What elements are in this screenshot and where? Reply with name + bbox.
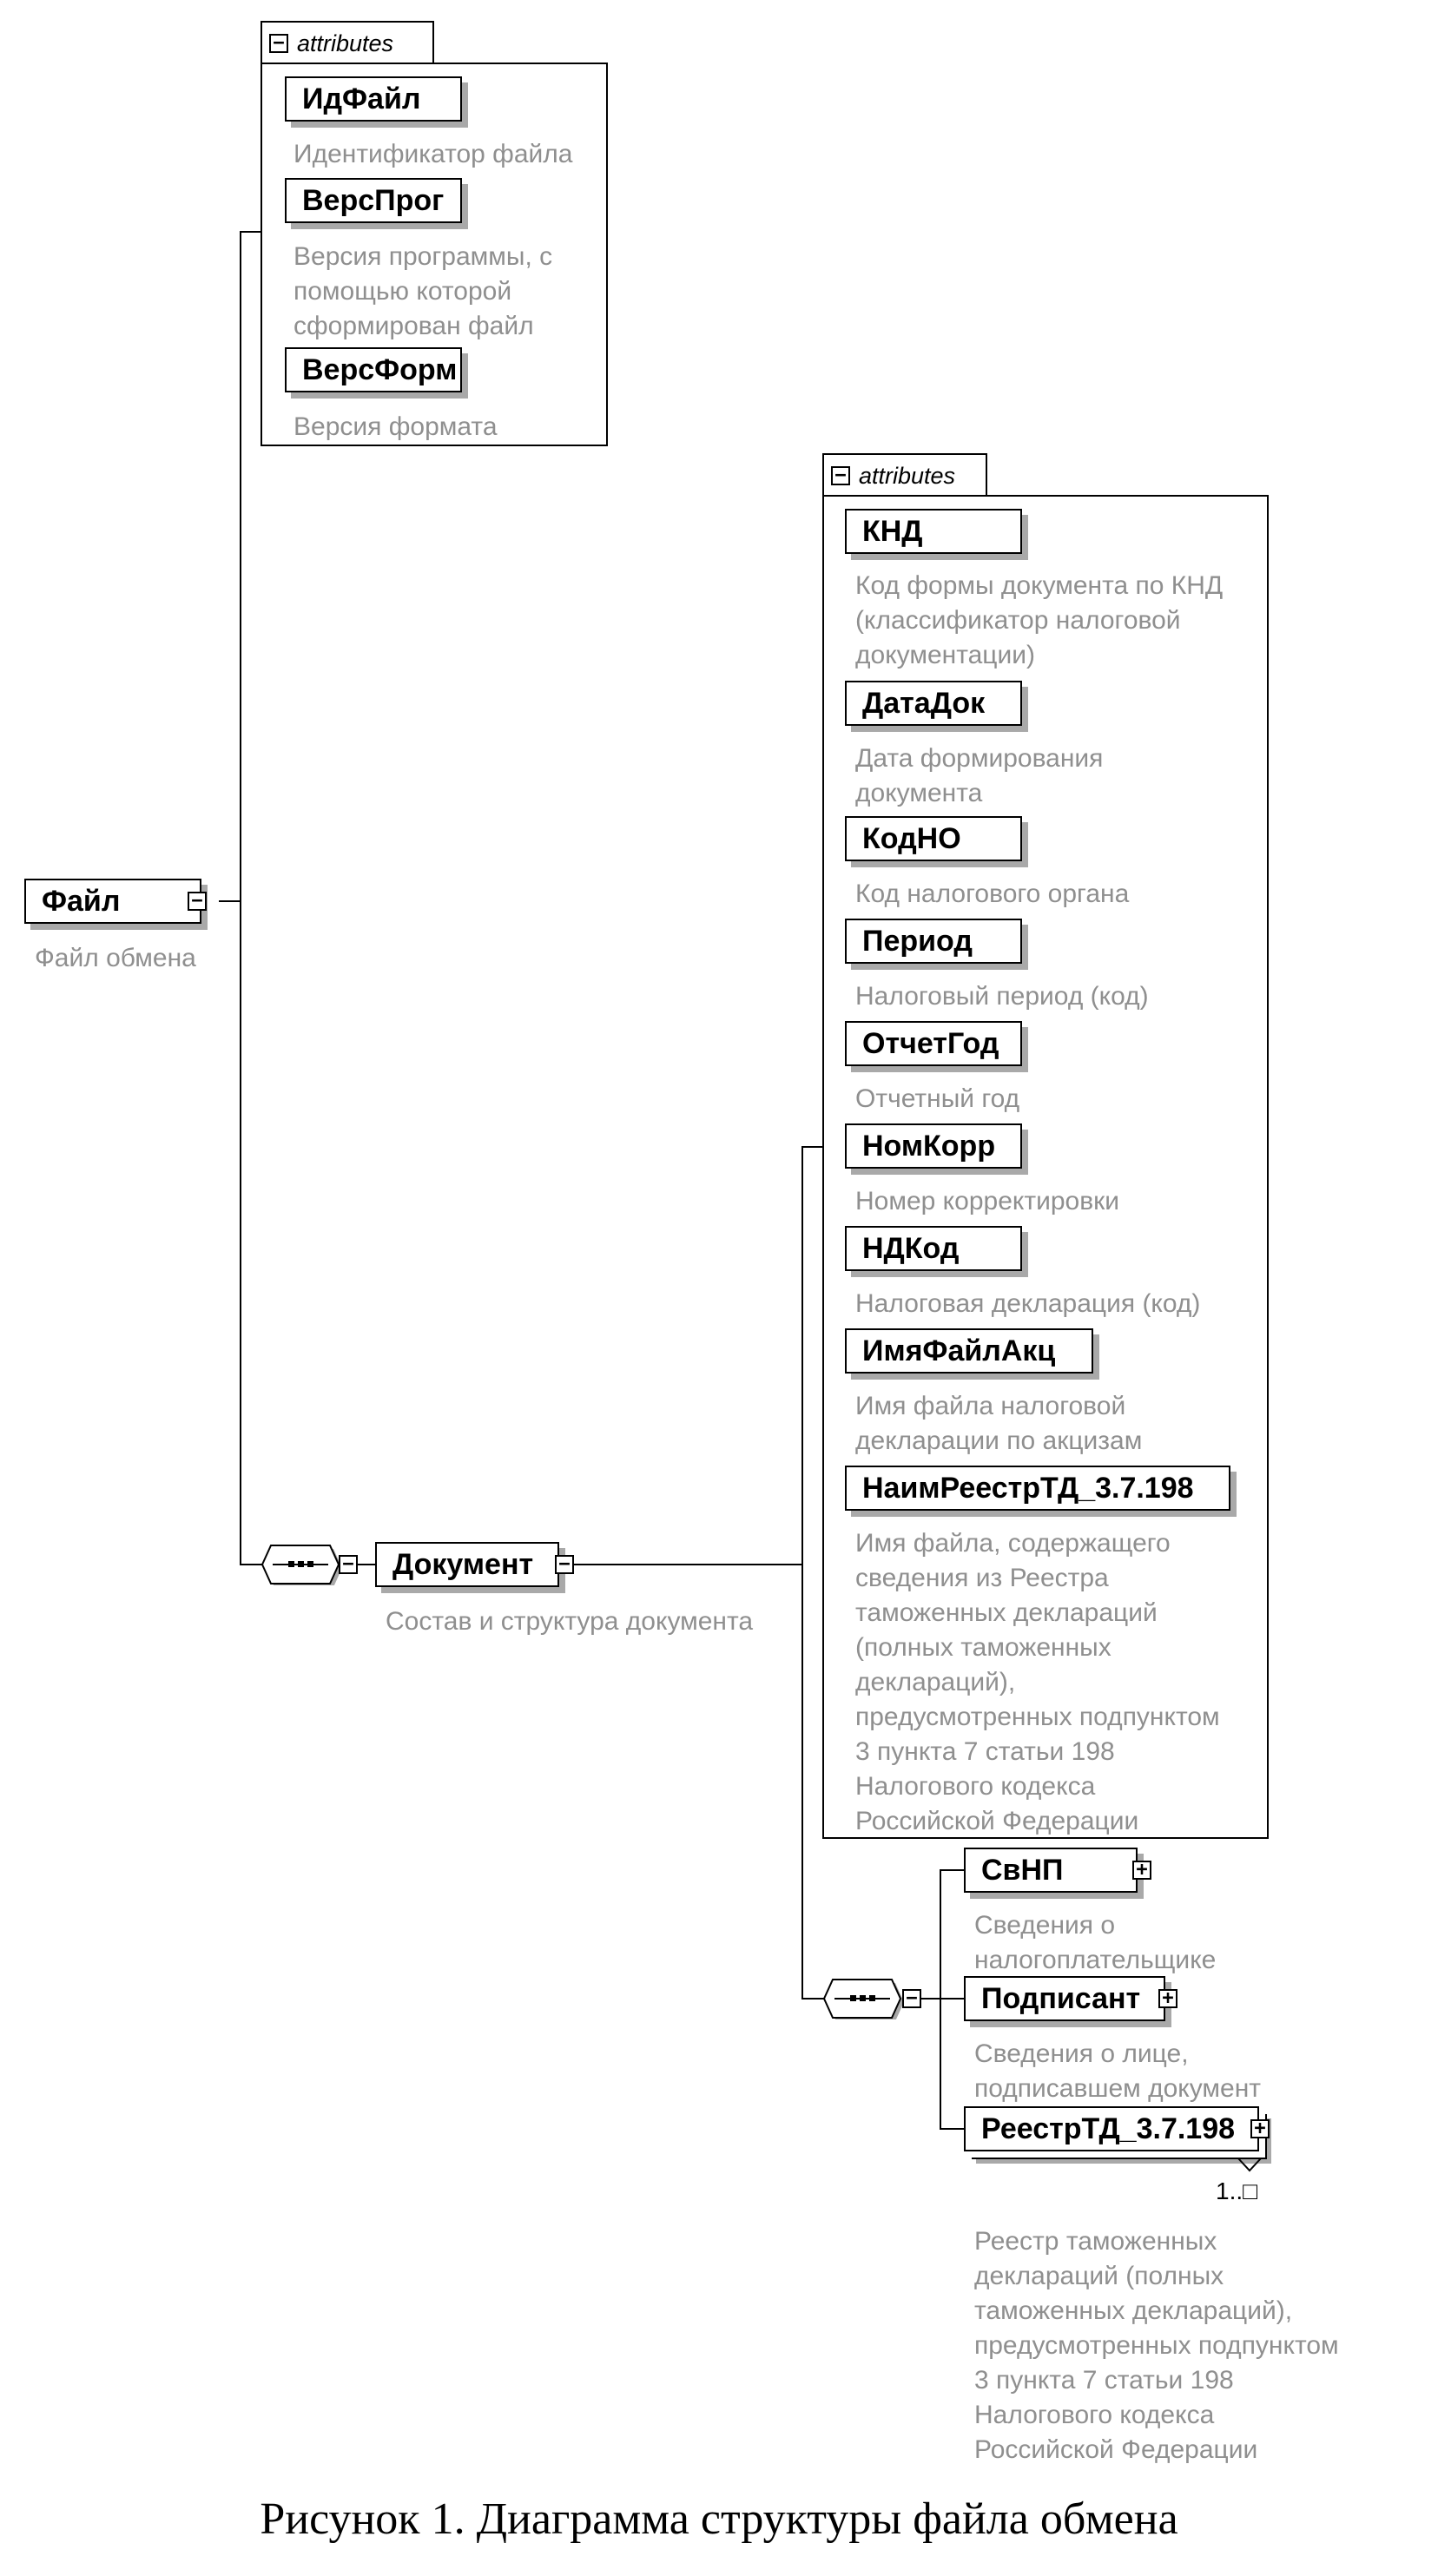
child-element-label: Подписант (981, 1982, 1141, 2015)
attribute-node-ndkod[interactable]: НДКод (845, 1226, 1022, 1271)
attribute-label: ВерсФорм (302, 353, 458, 386)
attribute-node-idfail[interactable]: ИдФайл (285, 76, 462, 122)
connector-to-reestr (940, 2128, 964, 2130)
attribute-label: Период (862, 925, 973, 958)
attribute-description: Отчетный год (855, 1084, 1020, 1113)
attribute-label: ДатаДок (862, 687, 986, 720)
connector-to-document-attributes (801, 1146, 824, 1148)
attribute-description: Номер корректировки (855, 1187, 1120, 1216)
connector-document-out (574, 1564, 803, 1565)
attribute-description: Код формы документа по КНД (классификато… (855, 571, 1224, 669)
attribute-label: ИдФайл (302, 82, 421, 115)
connector-to-sequence-2 (801, 1998, 824, 2000)
sequence-compositor-icon[interactable] (261, 1544, 340, 1585)
connector-to-svnp (940, 1869, 964, 1871)
attribute-node-knd[interactable]: КНД (845, 509, 1022, 554)
connector-seq2-to-children (920, 1998, 941, 2000)
attribute-node-otchetgod[interactable]: ОтчетГод (845, 1021, 1022, 1066)
sequence-compositor-icon[interactable] (822, 1978, 902, 2019)
connector-children-spine (940, 1869, 941, 2130)
root-element-node[interactable]: Файл (24, 879, 201, 924)
attribute-description: Версия программы, с помощью которой сфор… (294, 242, 553, 340)
attribute-label: НомКорр (862, 1130, 996, 1163)
attribute-label: ВерсПрог (302, 184, 445, 217)
document-attributes-tab-label: attributes (859, 462, 956, 489)
child-description: Сведения о лице, подписавшем документ (974, 2039, 1262, 2103)
connector-to-podpisant (940, 1998, 964, 2000)
attribute-description: Идентификатор файла (294, 140, 573, 168)
attribute-label: ОтчетГод (862, 1027, 999, 1060)
document-collapse-icon[interactable]: − (555, 1555, 574, 1574)
attribute-node-imyafailakc[interactable]: ИмяФайлАкц (845, 1328, 1093, 1374)
attribute-label: ИмяФайлАкц (862, 1334, 1056, 1367)
attribute-node-versprog[interactable]: ВерсПрог (285, 178, 462, 223)
attribute-description: Версия формата (294, 412, 498, 441)
child-element-label: РеестрТД_3.7.198 (981, 2112, 1236, 2145)
figure-caption: Рисунок 1. Диаграмма структуры файла обм… (260, 2494, 1178, 2544)
attribute-node-versform[interactable]: ВерсФорм (285, 347, 462, 392)
child-element-label: СвНП (981, 1854, 1064, 1887)
connector-to-file-attributes (240, 231, 262, 233)
child-description: Сведения о налогоплательщике (974, 1911, 1217, 1974)
expand-icon[interactable]: + (1132, 1861, 1151, 1880)
connector-root-out (219, 900, 241, 902)
connector-document-spine (801, 1146, 803, 2000)
expand-icon[interactable]: + (1158, 1989, 1177, 2008)
multiplicity-marker-icon (1237, 2158, 1262, 2172)
attribute-description: Код налогового органа (855, 880, 1130, 908)
attribute-node-kodno[interactable]: КодНО (845, 816, 1022, 861)
multiplicity-label: 1..□ (1216, 2177, 1258, 2204)
root-collapse-icon[interactable]: − (188, 892, 207, 911)
file-attributes-collapse-icon[interactable]: − (269, 34, 288, 53)
child-element-svnp[interactable]: СвНП (964, 1848, 1138, 1893)
document-description: Состав и структура документа (386, 1607, 754, 1636)
attribute-node-naimreestrtd[interactable]: НаимРеестрТД_3.7.198 (845, 1466, 1230, 1511)
document-attributes-tab[interactable]: − attributes (822, 453, 987, 497)
attribute-description: Имя файла, содержащего сведения из Реест… (855, 1529, 1220, 1835)
file-attributes-tab[interactable]: − attributes (261, 21, 434, 64)
connector-to-sequence-1 (240, 1564, 262, 1565)
attribute-node-period[interactable]: Период (845, 919, 1022, 964)
attribute-label: НДКод (862, 1232, 960, 1265)
attribute-node-datadok[interactable]: ДатаДок (845, 681, 1022, 726)
attribute-description: Налоговый период (код) (855, 982, 1149, 1011)
attribute-label: КодНО (862, 822, 961, 855)
child-description: Реестр таможенных деклараций (полных там… (974, 2227, 1339, 2464)
connector-seq1-to-document (358, 1564, 377, 1565)
sequence-collapse-icon[interactable]: − (902, 1989, 921, 2008)
attribute-node-nomkorr[interactable]: НомКорр (845, 1123, 1022, 1169)
sequence-collapse-icon[interactable]: − (339, 1555, 358, 1574)
document-attributes-collapse-icon[interactable]: − (831, 466, 850, 485)
file-attributes-tab-label: attributes (297, 30, 394, 56)
child-element-podpisant[interactable]: Подписант (964, 1976, 1165, 2021)
connector-root-spine (240, 231, 241, 1565)
attribute-description: Налоговая декларация (код) (855, 1289, 1201, 1318)
document-element-label: Документ (392, 1548, 534, 1581)
root-element-label: Файл (42, 885, 121, 918)
attribute-description: Дата формирования документа (855, 744, 1104, 807)
attribute-description: Имя файла налоговой декларации по акциза… (855, 1392, 1143, 1455)
attribute-label: НаимРеестрТД_3.7.198 (862, 1472, 1194, 1505)
document-element-node[interactable]: Документ (375, 1542, 559, 1587)
root-description: Файл обмена (35, 944, 196, 972)
child-element-reestrtd[interactable]: РеестрТД_3.7.198 (964, 2106, 1259, 2151)
expand-icon[interactable]: + (1250, 2119, 1270, 2138)
attribute-label: КНД (862, 515, 923, 548)
